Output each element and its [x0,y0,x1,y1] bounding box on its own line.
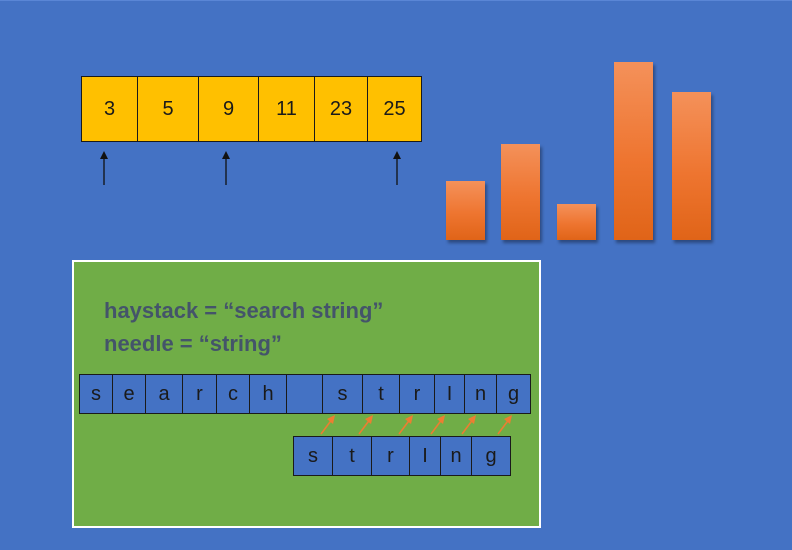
array-cell: 5 [137,76,199,142]
string-search-panel: haystack = “search string” needle = “str… [72,260,541,528]
match-arrow-6 [497,415,512,435]
array-cell: 25 [367,76,422,142]
match-arrow-1 [320,415,335,435]
bar-3 [557,204,596,240]
needle-row-cell: g [471,436,511,476]
array-cell: 3 [81,76,138,142]
needle-row-cell: I [409,436,441,476]
needle-row-cell: s [293,436,333,476]
haystack-row-cell [286,374,323,414]
haystack-row-cell: r [182,374,217,414]
needle-declaration: needle = “string” [104,331,282,356]
match-arrow-2 [358,415,373,435]
match-arrow-5 [461,415,476,435]
pointer-arrow-25 [393,151,401,185]
needle-row-cell: t [332,436,372,476]
top-edge [0,0,792,1]
array-cell: 11 [258,76,315,142]
haystack-row-cell: a [145,374,183,414]
haystack-row-cell: c [216,374,250,414]
sorted-array: 3 5 9 11 23 25 [81,76,422,144]
haystack-row-cell: h [249,374,287,414]
haystack-declaration: haystack = “search string” [104,298,384,323]
needle-row-cell: r [371,436,410,476]
pointer-arrow-9 [222,151,230,185]
haystack-row-cell: s [79,374,113,414]
bar-1 [446,181,485,240]
haystack-row-cell: r [399,374,435,414]
pointer-arrow-3 [100,151,108,185]
match-arrow-3 [398,415,413,435]
bar-5 [672,92,711,240]
haystack-row-cell: e [112,374,146,414]
haystack-row-cell: g [496,374,531,414]
array-cell: 9 [198,76,259,142]
haystack-row-cell: t [362,374,400,414]
bar-2 [501,144,540,240]
haystack-row-cell: s [322,374,363,414]
needle-row-cell: n [440,436,472,476]
array-cell: 23 [314,76,368,142]
haystack-row-cell: I [434,374,465,414]
bar-4 [614,62,653,240]
haystack-row-cell: n [464,374,497,414]
match-arrow-4 [430,415,445,435]
